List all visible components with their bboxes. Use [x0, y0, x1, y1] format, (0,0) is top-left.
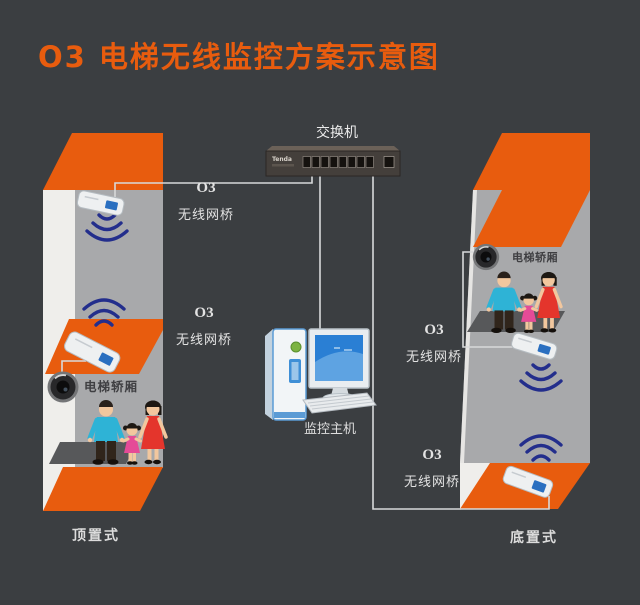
wifi-signal-down-icon — [519, 363, 563, 392]
bridge-name: 无线网桥 — [403, 475, 460, 490]
pc-tower-side — [265, 329, 273, 420]
switch-label: 交换机 — [316, 125, 358, 141]
wifi-signal-up-icon — [82, 298, 126, 327]
bridge-name: 无线网桥 — [405, 350, 462, 365]
wifi-signal-down-icon — [85, 213, 129, 242]
left-car-label: 电梯轿厢 — [84, 379, 139, 394]
cable-switch-to-bridge4 — [372, 172, 550, 510]
bridge-label-left-top: O3 无线网桥 — [168, 180, 244, 223]
left-shaft-floor — [43, 467, 163, 511]
wireless-bridge-shaft-top — [76, 190, 125, 216]
right-car-top-slab — [473, 190, 590, 247]
wireless-bridge-shaft-bottom — [502, 465, 554, 498]
switch-top-face — [266, 146, 400, 151]
bridge-model: O3 — [422, 447, 442, 463]
network-cables — [61, 172, 550, 510]
passengers-left — [87, 400, 168, 465]
network-switch: Tenda — [265, 146, 401, 177]
right-mount-type-label: 底置式 — [510, 530, 558, 546]
dome-camera-icon — [472, 243, 500, 271]
passengers-right — [486, 271, 563, 334]
bridge-model: O3 — [424, 322, 444, 338]
wifi-signal-up-icon — [519, 434, 563, 462]
dome-camera-icon — [47, 371, 79, 403]
left-mount-type-label: 顶置式 — [72, 528, 120, 544]
bridge-model: O3 — [196, 180, 216, 196]
wireless-bridge-car-top — [64, 331, 121, 373]
page-title: O3 电梯无线监控方案示意图 — [38, 40, 440, 74]
person-man — [87, 400, 125, 465]
pc-power-button — [290, 341, 302, 353]
bridge-label-left-car: O3 无线网桥 — [166, 305, 242, 348]
cable-bridge1-to-switch — [114, 172, 313, 197]
switch-ports — [302, 156, 395, 168]
bridge-name: 无线网桥 — [175, 333, 232, 348]
cable-camera2-to-bridge3 — [462, 251, 528, 348]
monitor-host-computer — [265, 328, 377, 421]
person-woman — [534, 271, 563, 333]
person-woman — [138, 400, 168, 465]
host-label: 监控主机 — [303, 422, 356, 437]
left-car-floor — [49, 442, 137, 464]
person-man — [486, 271, 522, 334]
left-shaft-roof — [43, 133, 163, 190]
bridge-label-right-car: O3 无线网桥 — [396, 322, 472, 365]
bridge-name: 无线网桥 — [177, 208, 234, 223]
right-car-label: 电梯轿厢 — [512, 251, 558, 264]
switch-brand: Tenda — [272, 156, 292, 163]
cable-camera1-to-bridge2 — [61, 360, 86, 374]
person-girl — [519, 293, 539, 334]
person-girl — [122, 423, 142, 465]
bridge-label-right-bottom: O3 无线网桥 — [394, 447, 470, 490]
wireless-bridge-car-bottom — [511, 332, 558, 360]
bridge-model: O3 — [194, 305, 214, 321]
right-shaft-roof — [473, 133, 590, 190]
right-shaft-edge-strip — [460, 190, 477, 463]
